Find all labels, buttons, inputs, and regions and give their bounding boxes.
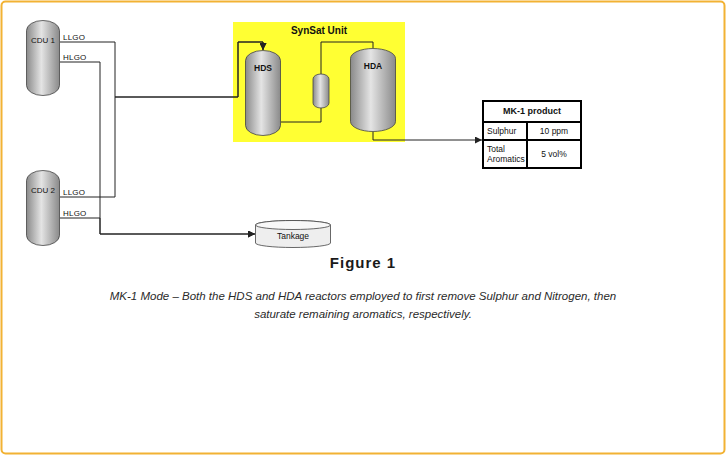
table-cell: Total Aromatics	[483, 140, 527, 168]
process-line	[60, 42, 263, 97]
equipment-label: CDU 2	[26, 186, 60, 195]
storage-tank: Tankage	[255, 220, 331, 248]
figure-title: Figure 1	[0, 254, 726, 271]
process-line	[60, 62, 255, 234]
unit-band: HDS HDA SynSat Unit	[233, 22, 405, 142]
unit-band-fill	[233, 22, 405, 142]
stream-label: LLGO	[63, 188, 85, 197]
vessel-outline	[350, 48, 396, 132]
stream-label: HLGO	[63, 53, 86, 62]
vessel-outline	[26, 20, 60, 96]
process-line	[373, 132, 482, 140]
figure-caption: MK-1 Mode – Both the HDS and HDA reactor…	[95, 288, 631, 324]
equipment-label: HDA	[350, 62, 396, 72]
equipment-label: Tankage	[255, 231, 331, 241]
table-cell: 10 ppm	[527, 122, 581, 140]
unit-title: SynSat Unit	[233, 25, 405, 36]
table-header: MK-1 product	[483, 101, 581, 122]
distillation-column: CDU 1	[26, 20, 60, 96]
distillation-column: CDU 2	[26, 170, 60, 246]
process-line	[60, 218, 255, 234]
equipment-label: CDU 1	[26, 36, 60, 45]
table-cell: 5 vol%	[527, 140, 581, 168]
equipment-label: HDS	[245, 64, 281, 74]
stream-label: LLGO	[63, 33, 85, 42]
reactor-vessel: HDA	[350, 48, 396, 132]
separator-drum	[313, 74, 329, 108]
stream-label: HLGO	[63, 209, 86, 218]
process-line	[60, 42, 263, 197]
vessel-outline	[26, 170, 60, 246]
reactor-vessel: HDS	[245, 50, 281, 136]
product-table: MK-1 productSulphur10 ppmTotal Aromatics…	[482, 100, 582, 169]
vessel-outline	[245, 50, 281, 136]
table-cell: Sulphur	[483, 122, 527, 140]
